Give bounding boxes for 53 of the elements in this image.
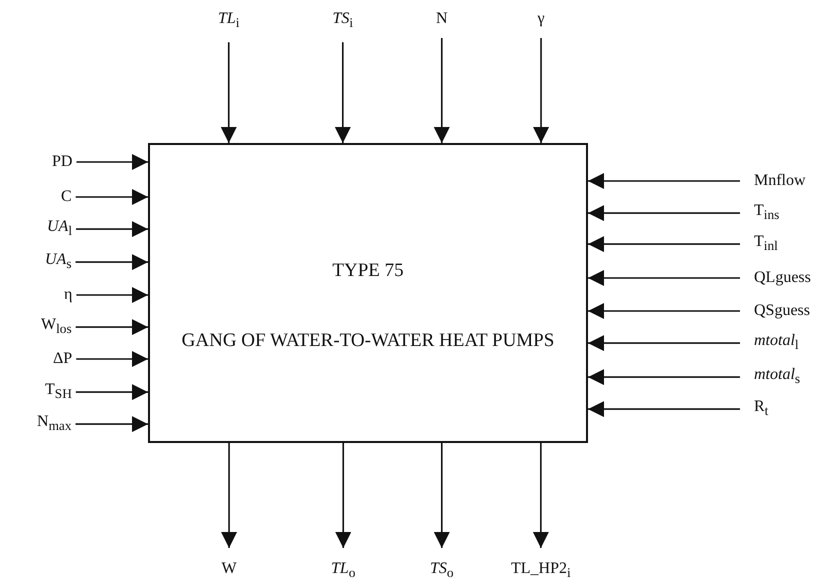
block-description: GANG OF WATER-TO-WATER HEAT PUMPS — [182, 330, 554, 351]
arrow — [588, 173, 740, 189]
variable-label: N$_{max}$ — [37, 413, 72, 436]
variable-label: T$_{ins}$ — [754, 202, 780, 224]
variable-label: PD — [52, 153, 72, 171]
variable-label: QLguess — [754, 269, 811, 287]
arrow — [434, 38, 450, 143]
variable-label: R$_{t}$ — [754, 398, 768, 420]
arrow — [532, 443, 549, 548]
variable-label: UA$_{l}$ — [47, 218, 72, 240]
variable-label: mtotal$_{s}$ — [754, 366, 800, 388]
process-box — [148, 143, 588, 443]
arrow — [588, 303, 740, 319]
arrow — [588, 270, 740, 286]
arrow — [335, 443, 352, 548]
arrow — [588, 205, 740, 222]
arrow — [76, 221, 148, 238]
arrow — [76, 319, 148, 336]
arrow — [588, 369, 740, 386]
variable-label: ΔP — [53, 350, 72, 368]
arrow — [76, 154, 148, 170]
variable-label: W — [222, 560, 237, 578]
variable-label: TL_HP2$_{i}$ — [511, 560, 571, 582]
variable-label: N — [436, 10, 448, 28]
arrow — [434, 443, 450, 548]
variable-label: C — [61, 188, 72, 206]
variable-label: TL$_{i}$ — [218, 10, 240, 32]
variable-label: mtotal$_{l}$ — [754, 332, 799, 354]
variable-label: W$_{los}$ — [41, 316, 72, 338]
variable-label: QSguess — [754, 302, 810, 320]
arrow — [76, 189, 148, 205]
variable-label: TS$_{i}$ — [332, 10, 354, 32]
variable-label: γ — [538, 10, 545, 28]
arrow — [588, 335, 740, 352]
arrow — [220, 42, 237, 143]
arrow — [334, 42, 351, 143]
arrow — [76, 351, 148, 367]
arrow — [76, 254, 148, 270]
variable-label: Mnflow — [754, 172, 806, 190]
variable-label: η — [64, 286, 72, 304]
arrow — [588, 401, 740, 418]
arrow — [76, 384, 148, 400]
variable-label: TS$_{o}$ — [430, 560, 454, 582]
block-title: TYPE 75 — [332, 260, 404, 281]
arrow — [76, 287, 148, 303]
arrow — [588, 236, 740, 252]
arrow — [533, 38, 550, 143]
arrow — [221, 443, 238, 548]
variable-label: UA$_{s}$ — [45, 251, 72, 274]
variable-label: T$_{SH}$ — [45, 381, 72, 404]
variable-label: T$_{inl}$ — [754, 233, 778, 256]
variable-label: TL$_{o}$ — [331, 560, 356, 582]
arrow — [76, 416, 148, 432]
